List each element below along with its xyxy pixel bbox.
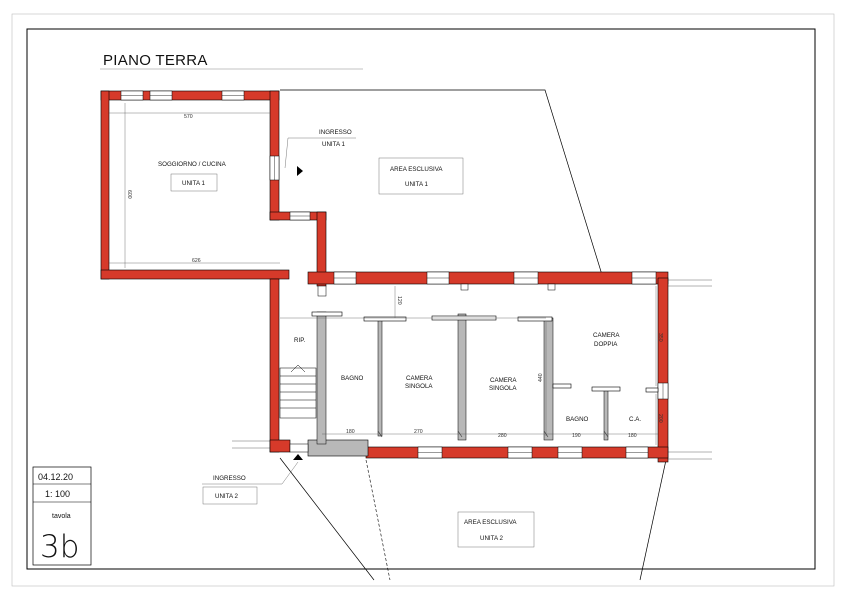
- room-rip-label: RIP.: [294, 337, 306, 344]
- ingresso2-unit: UNITA 2: [215, 493, 238, 500]
- room-soggiorno-label: SOGGIORNO / CUCINA: [158, 161, 227, 168]
- ingresso2-arrow-icon: [293, 454, 303, 460]
- area-outline-unit1: [280, 89, 604, 279]
- dim-350: 350: [657, 333, 663, 342]
- title-block-date: 04.12.20: [38, 472, 73, 482]
- area2-label: AREA ESCLUSIVA: [464, 519, 517, 526]
- dim-570: 570: [184, 114, 193, 120]
- dim-600: 600: [126, 190, 132, 199]
- ingresso2-box: [202, 486, 258, 505]
- room-singola2-line1: CAMERA: [490, 377, 517, 384]
- dimension-lines: [109, 103, 658, 445]
- room-doppia-line2: DOPPIA: [594, 341, 618, 348]
- title-block-sheet-number: 3b: [40, 529, 79, 565]
- dim-626: 626: [192, 258, 201, 264]
- room-bagno1-label: BAGNO: [341, 375, 364, 382]
- external-walls: [100, 90, 669, 463]
- dim-120: 120: [396, 296, 402, 305]
- plan-title: PIANO TERRA: [103, 52, 208, 69]
- dim-270: 270: [414, 429, 423, 435]
- room-singola2-line2: SINGOLA: [489, 385, 517, 392]
- room-doppia-line1: CAMERA: [593, 332, 620, 339]
- area-outline-unit2-dashed: [365, 459, 391, 581]
- area1-label: AREA ESCLUSIVA: [390, 166, 443, 173]
- pillar-mark: [317, 285, 327, 297]
- door-frames: [311, 311, 659, 393]
- ingresso2-label: INGRESSO: [213, 475, 246, 482]
- title-block: [32, 466, 92, 566]
- area-outline-unit2-right: [639, 459, 667, 581]
- ingresso1-label: INGRESSO: [319, 129, 352, 136]
- room-ca-label: C.A.: [629, 416, 641, 423]
- ingresso1-arrow-icon: [297, 166, 303, 176]
- sill-mark-2: [547, 283, 556, 291]
- room-singola1-line2: SINGOLA: [405, 383, 433, 390]
- dim-280: 280: [498, 433, 507, 439]
- room-bagno2-label: BAGNO: [566, 416, 589, 423]
- title-block-scale: 1: 100: [45, 489, 70, 499]
- room-soggiorno-box: [170, 173, 218, 192]
- ingresso2-leader-diag: [281, 461, 299, 485]
- ingresso1-unit: UNITA 1: [322, 141, 345, 148]
- outer-frame: [11, 13, 835, 587]
- dim-440: 440: [538, 373, 544, 382]
- dim-180-left: 180: [346, 429, 355, 435]
- dim-190: 190: [572, 433, 581, 439]
- inner-frame: [26, 28, 816, 570]
- dim-200: 200: [657, 414, 663, 423]
- window-glazing: [121, 95, 664, 453]
- ingresso1-leader-diag: [284, 137, 289, 169]
- bottom-left-pier: [269, 439, 291, 453]
- dimension-ticks: [377, 430, 609, 438]
- dim-180-right: 180: [628, 433, 637, 439]
- area-outline-unit2-left: [279, 457, 375, 581]
- stairs: [279, 364, 317, 419]
- area1-unit: UNITA 1: [405, 181, 428, 188]
- room-singola1-line1: CAMERA: [406, 375, 433, 382]
- sill-mark-1: [460, 283, 469, 291]
- room-soggiorno-unit: UNITA 1: [182, 180, 205, 187]
- area2-unit: UNITA 2: [480, 535, 503, 542]
- title-block-sheet-label: tavola: [52, 513, 71, 520]
- area1-box: [378, 157, 464, 195]
- area2-box: [457, 511, 535, 548]
